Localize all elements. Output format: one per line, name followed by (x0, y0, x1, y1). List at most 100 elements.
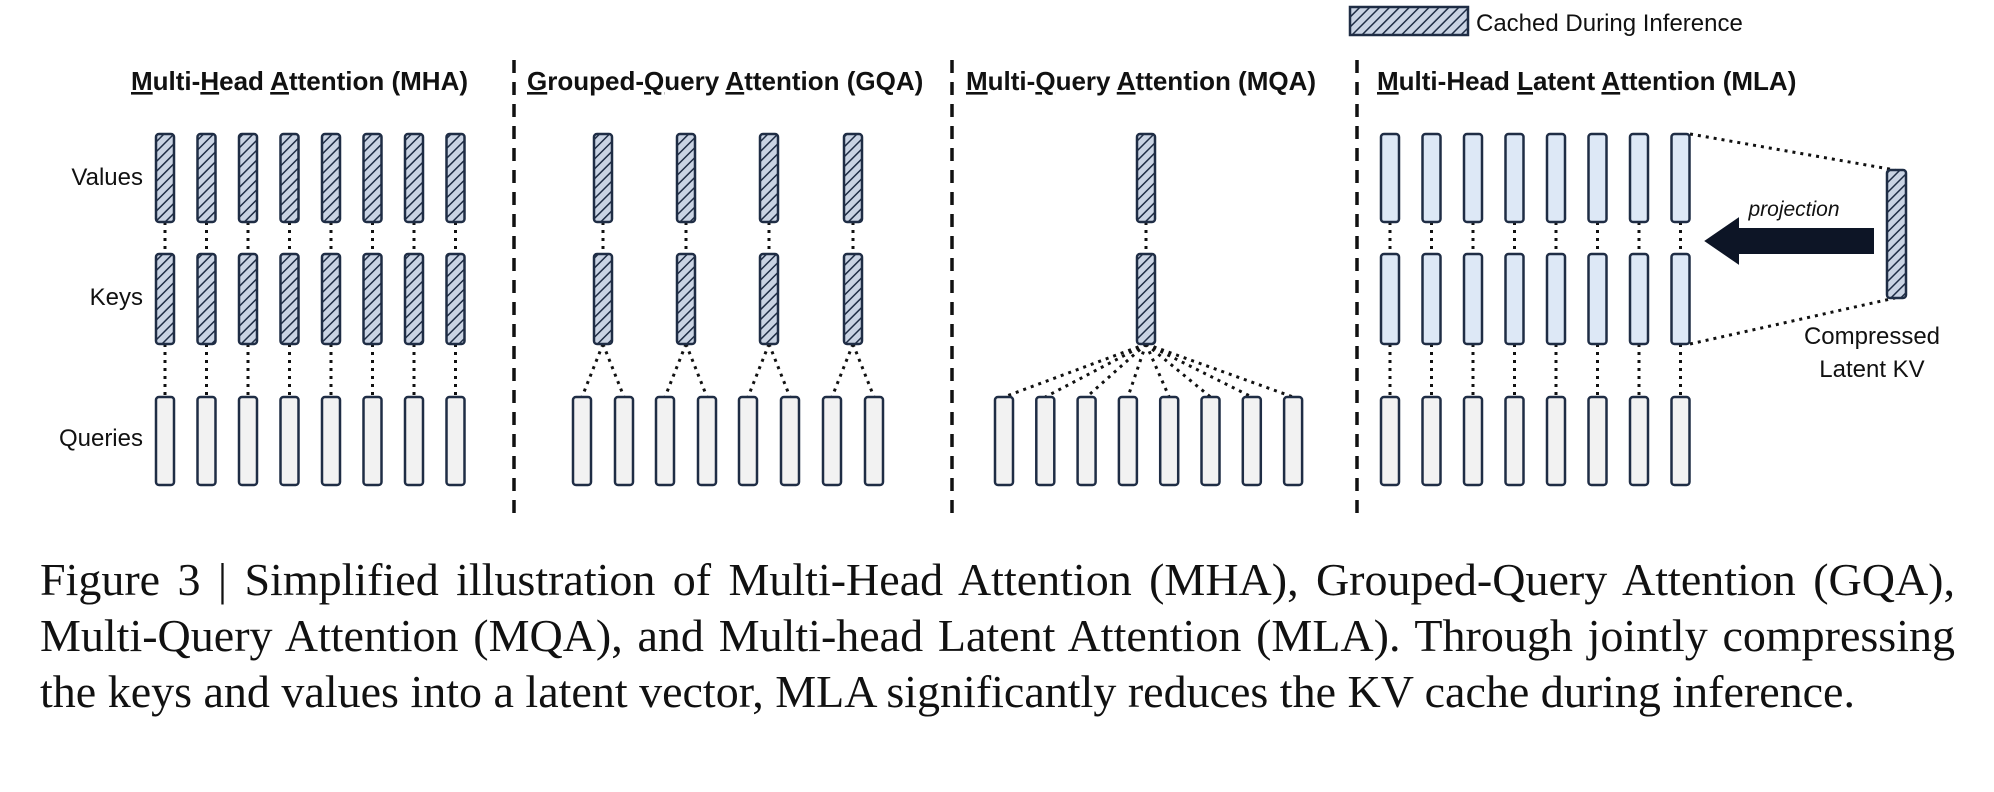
gqa-key-bar (675, 252, 697, 346)
mla-query-bar (1421, 395, 1442, 487)
row-label-queries: Queries (59, 425, 143, 452)
gqa-key-query-link (767, 343, 792, 398)
mha-value-bar (320, 132, 342, 224)
mla-query-bar (1462, 395, 1484, 487)
mla-key-bar (1379, 252, 1401, 346)
mla-value-bar (1504, 132, 1525, 224)
latent-guide-bottom (1689, 296, 1896, 346)
gqa-key-bar (758, 252, 780, 346)
mha-value-bar (279, 132, 300, 224)
mha-value-bar (154, 132, 176, 224)
mqa-key-bar (1135, 252, 1157, 346)
gqa-query-bar (863, 395, 885, 487)
gqa-value-bar (592, 132, 614, 224)
mla-key-bar (1504, 252, 1525, 346)
mqa-key-query-link (1145, 342, 1294, 399)
mqa-query-bar (1200, 395, 1221, 487)
mqa-key-query-link (1145, 342, 1253, 399)
mla-query-bar (1504, 395, 1525, 487)
mqa-query-bar (1282, 395, 1304, 487)
mha-key-bar (154, 252, 176, 346)
mqa-query-bar (993, 395, 1015, 487)
latent-label-line1: Compressed (1804, 323, 1940, 350)
mla-value-bar (1379, 132, 1401, 224)
legend: Cached During Inference (1348, 5, 1743, 37)
connectors (163, 222, 1682, 399)
gqa-query-bar (696, 395, 718, 487)
mla-key-bar (1545, 252, 1567, 346)
mla-value-bar (1545, 132, 1567, 224)
gqa-key-query-link (746, 343, 771, 398)
mla-value-bar (1628, 132, 1650, 224)
mha-value-bar (445, 132, 466, 224)
mha-value-bar (362, 132, 383, 224)
gqa-query-bar (779, 395, 801, 487)
mha-key-bar (279, 252, 300, 346)
gqa-key-query-link (851, 343, 876, 398)
mqa-query-bar (1117, 395, 1139, 487)
mqa-key-query-link (1003, 342, 1147, 399)
mha-key-bar (403, 252, 425, 346)
mqa-query-bar (1035, 395, 1056, 487)
mla-key-bar (1462, 252, 1484, 346)
title-mqa: Multi-Query Attention (MQA) (966, 66, 1316, 96)
row-label-keys: Keys (90, 284, 143, 311)
mqa-key-query-link (1145, 342, 1212, 399)
title-mha: Multi-Head Attention (MHA) (131, 66, 468, 96)
mla-query-bar (1628, 395, 1650, 487)
gqa-query-bar (571, 395, 593, 487)
mha-query-bar (403, 395, 425, 487)
title-mla: Multi-Head Latent Attention (MLA) (1377, 66, 1796, 96)
mha-query-bar (279, 395, 300, 487)
mqa-query-bar (1076, 395, 1097, 487)
mha-value-bar (196, 132, 217, 224)
mqa-key-query-link (1044, 342, 1147, 399)
mla-query-bar (1545, 395, 1567, 487)
mla-key-bar (1421, 252, 1442, 346)
mha-key-bar (237, 252, 259, 346)
mqa-key-query-link (1085, 342, 1147, 399)
mla-query-bar (1379, 395, 1401, 487)
mla-key-bar (1628, 252, 1650, 346)
legend-swatch (1348, 5, 1470, 37)
mha-query-bar (154, 395, 176, 487)
gqa-key-query-link (830, 343, 855, 398)
gqa-value-bar (758, 132, 780, 224)
mqa-key-query-link (1126, 343, 1148, 398)
figure-caption: Figure 3 | Simplified illustration of Mu… (40, 554, 1955, 717)
projection-label: projection (1747, 198, 1839, 221)
gqa-key-query-link (601, 343, 626, 398)
gqa-query-bar (654, 395, 676, 487)
legend-label: Cached During Inference (1476, 10, 1743, 37)
mha-value-bar (237, 132, 259, 224)
mqa-value-bar (1135, 132, 1157, 224)
gqa-value-bar (842, 132, 864, 224)
mha-key-bar (362, 252, 383, 346)
mha-value-bar (403, 132, 425, 224)
mla-query-bar (1670, 395, 1691, 487)
gqa-query-bar (821, 395, 843, 487)
gqa-key-query-link (663, 343, 688, 398)
latent-label-line2: Latent KV (1819, 356, 1924, 383)
latent-guide-top (1689, 132, 1896, 172)
gqa-key-bar (842, 252, 864, 346)
latent-kv-bar (1885, 168, 1908, 300)
gqa-key-query-link (684, 343, 709, 398)
mqa-key-query-link (1144, 343, 1171, 398)
projection-arrow (1704, 217, 1874, 265)
gqa-key-bar (592, 252, 614, 346)
gqa-value-bar (675, 132, 697, 224)
attention-diagram: Cached During Inference Multi-Head Atten… (59, 5, 1940, 515)
mla-value-bar (1670, 132, 1691, 224)
mha-query-bar (237, 395, 259, 487)
head-bars (154, 132, 1691, 487)
row-label-values: Values (71, 164, 143, 191)
mqa-query-bar (1241, 395, 1263, 487)
mla-value-bar (1587, 132, 1608, 224)
mha-query-bar (320, 395, 342, 487)
mha-query-bar (196, 395, 217, 487)
mqa-query-bar (1158, 395, 1180, 487)
mla-query-bar (1587, 395, 1608, 487)
mha-query-bar (445, 395, 466, 487)
mla-latent: projection Compressed Latent KV (1689, 132, 1940, 383)
